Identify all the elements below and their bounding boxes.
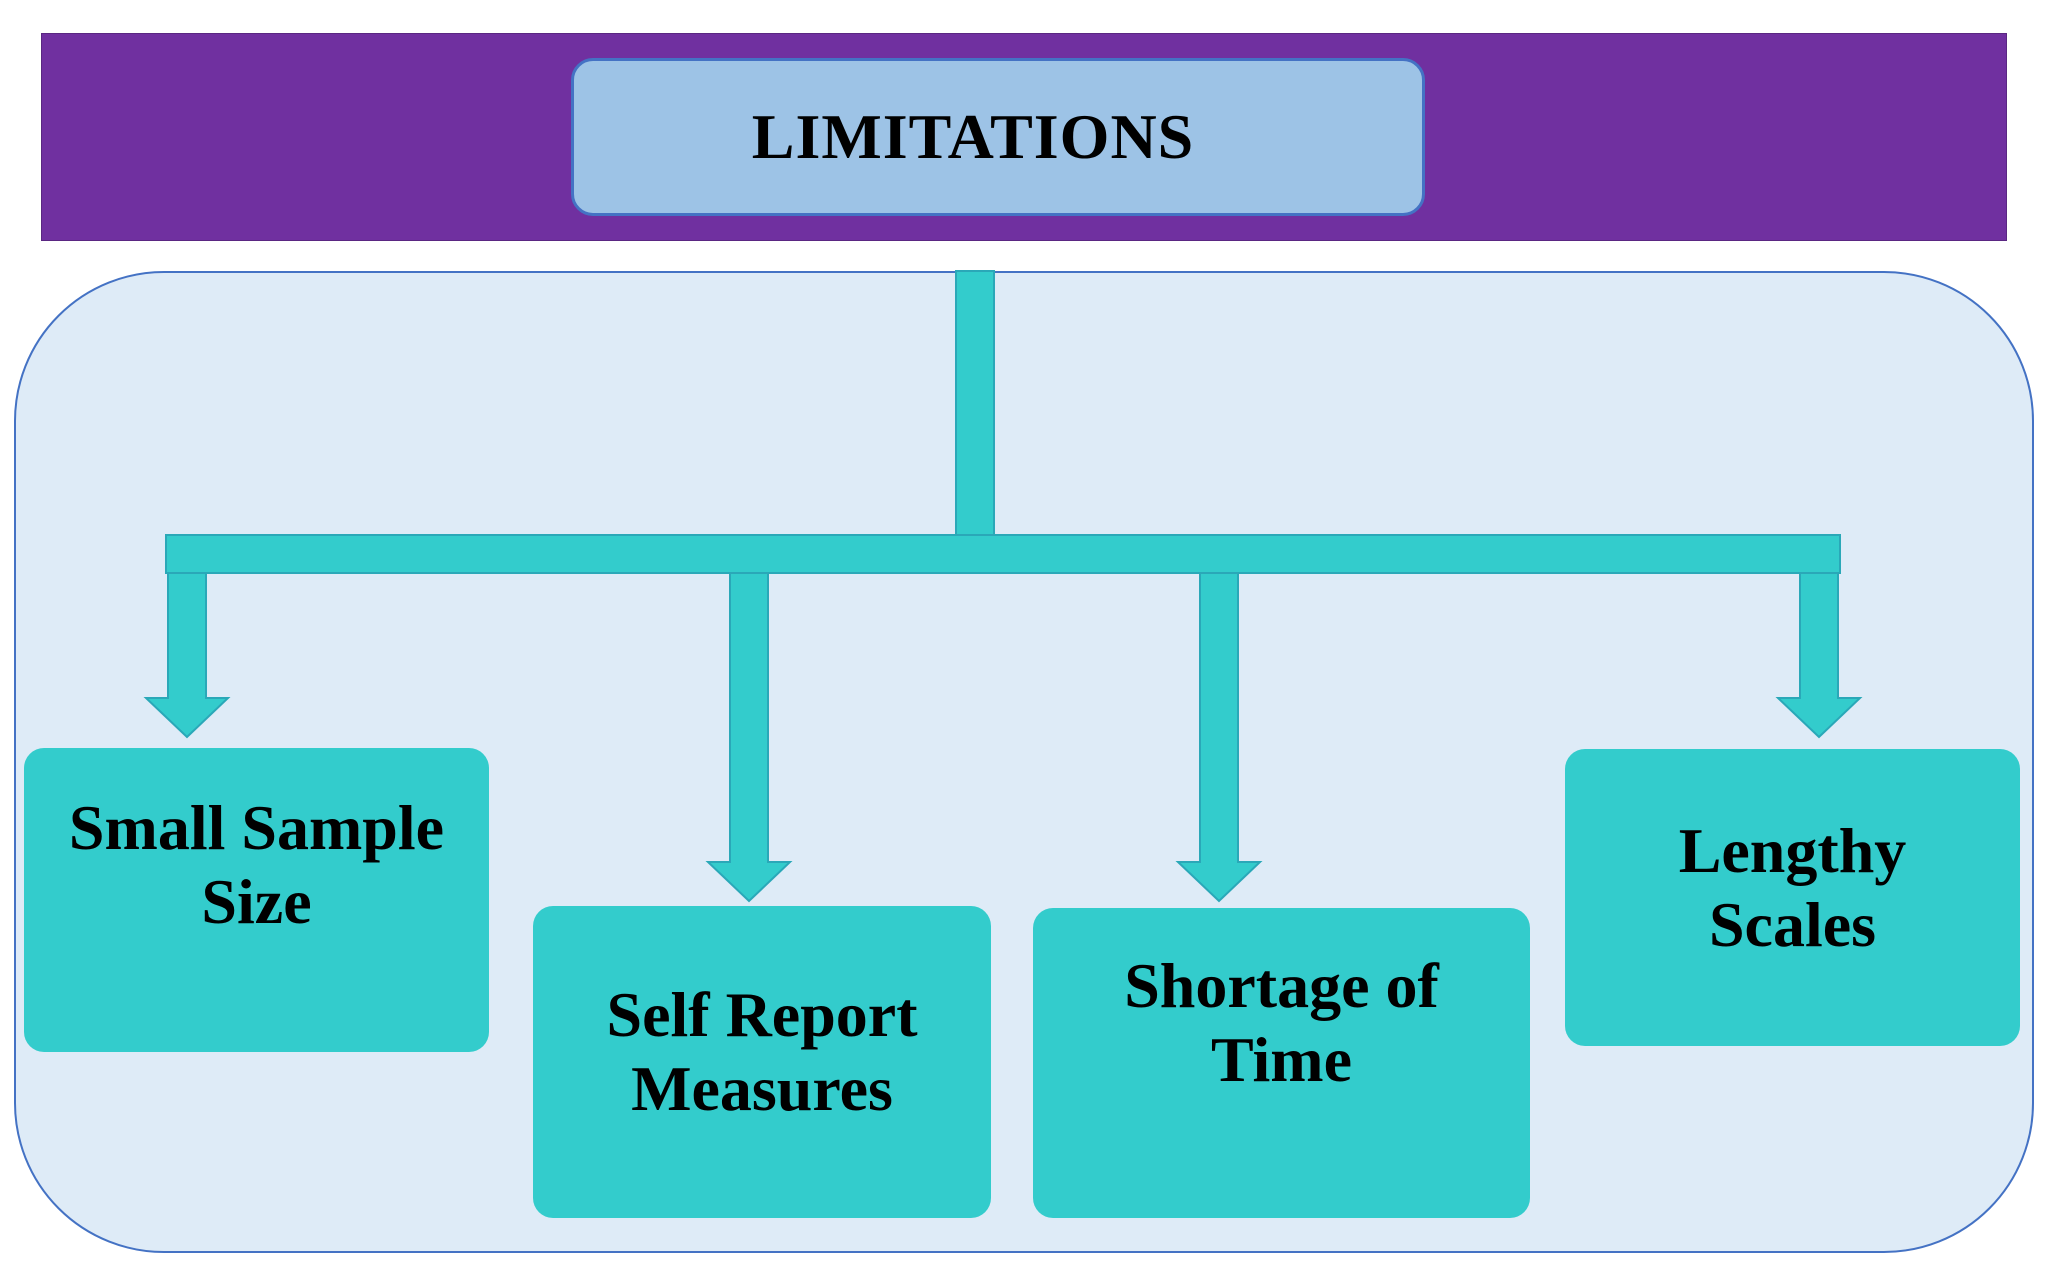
node-shortage-of-time: Shortage of Time: [1033, 908, 1530, 1218]
node-label-line2: Scales: [1708, 888, 1877, 960]
node-label-line1: Self Report: [606, 979, 918, 1050]
node-self-report-measures: Self Report Measures: [533, 906, 991, 1218]
node-label-line2: Time: [1210, 1024, 1353, 1095]
node-label-line1: Shortage of: [1124, 950, 1439, 1021]
node-label-line1: Lengthy: [1678, 814, 1907, 886]
node-label-line2: Measures: [631, 1053, 893, 1124]
node-lengthy-scales: Lengthy Scales: [1565, 749, 2020, 1046]
node-label-line2: Size: [201, 866, 312, 937]
node-label-line1: Small Sample: [68, 792, 445, 863]
node-small-sample-size: Small Sample Size: [24, 748, 489, 1052]
title-box: LIMITATIONS: [571, 58, 1425, 216]
diagram-title: LIMITATIONS: [751, 101, 1195, 172]
